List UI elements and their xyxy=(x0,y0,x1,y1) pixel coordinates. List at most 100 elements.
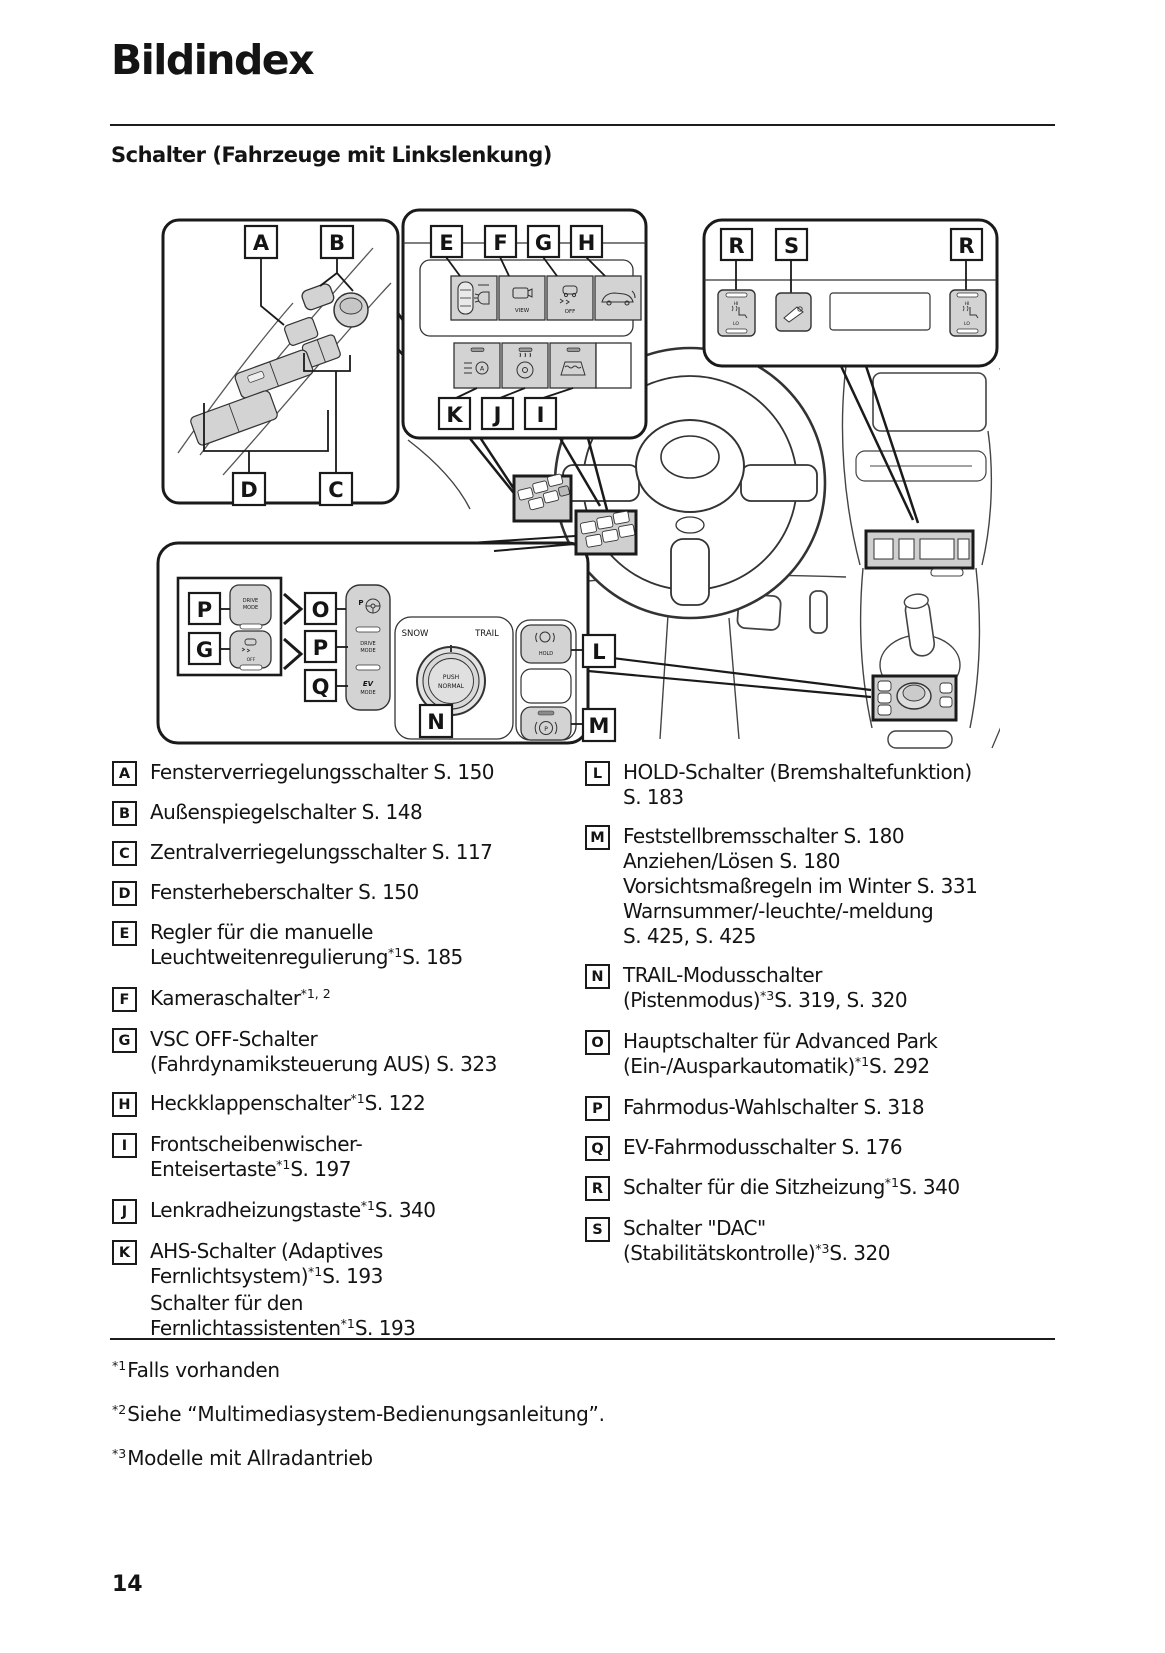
footnote-marker: *1 xyxy=(884,1175,899,1190)
legend-line: Fahrmodus-Wahlschalter S. 318 xyxy=(623,1095,925,1119)
callout-R2: R xyxy=(958,234,974,258)
footnote-marker: *1 xyxy=(350,1091,365,1106)
legend-line: S. 425, S. 425 xyxy=(623,924,756,948)
legend-line: Lenkradheizungstaste*1S. 340 xyxy=(150,1198,436,1222)
auto-highbeam-icon xyxy=(464,361,489,375)
tailgate-button xyxy=(594,275,642,321)
legend-text: VSC OFF-Schalter(Fahrdynamiksteuerung AU… xyxy=(150,1027,497,1077)
legend-key-L: L xyxy=(585,761,610,786)
legend-line: Enteisertaste*1S. 197 xyxy=(150,1157,351,1181)
callout-G2: G xyxy=(196,638,213,662)
hold-icon xyxy=(535,631,555,643)
legend-text: Fahrmodus-Wahlschalter S. 318 xyxy=(623,1095,925,1120)
snow-label: SNOW xyxy=(402,629,429,639)
legend-key-K: K xyxy=(112,1240,137,1265)
legend-key-J: J xyxy=(112,1199,137,1224)
legend-text: Heckklappenschalter*1S. 122 xyxy=(150,1091,426,1118)
legend-key-Q: Q xyxy=(585,1136,610,1161)
callout-B: B xyxy=(329,231,345,255)
legend-line: Schalter "DAC" xyxy=(623,1216,766,1240)
legend-key-R: R xyxy=(585,1176,610,1201)
diagram-svg: VIEW OFF xyxy=(156,208,1041,749)
drive-mode-dial: PUSH NORMAL xyxy=(416,645,486,716)
steering-heat-icon xyxy=(516,352,534,379)
mode-switch-stack: P DRIVE MODE EV MODE xyxy=(345,584,391,711)
legend-entry-D: D Fensterheberschalter S. 150 xyxy=(112,880,582,906)
callout-O: O xyxy=(312,598,330,622)
legend-key-A: A xyxy=(112,761,137,786)
legend-line: Leuchtweitenregulierung*1S. 185 xyxy=(150,945,463,969)
footnote-marker: *1 xyxy=(276,1157,291,1172)
legend-line: Zentralverriegelungsschalter S. 117 xyxy=(150,840,493,864)
legend-line: Fernlichtassistenten*1S. 193 xyxy=(150,1316,416,1340)
legend-entry-L: L HOLD-Schalter (Bremshaltefunktion)S. 18… xyxy=(585,760,1063,810)
legend-key-E: E xyxy=(112,921,137,946)
legend-entry-I: I Frontscheibenwischer-Enteisertaste*1S. … xyxy=(112,1132,582,1184)
legend-text: Kameraschalter*1, 2 xyxy=(150,986,331,1013)
vsc-off-console-button: OFF xyxy=(229,630,272,669)
mode-label: MODE xyxy=(360,690,375,696)
page-title: Bildindex xyxy=(111,36,315,84)
vsc-off-button xyxy=(546,275,594,321)
legend-text: Lenkradheizungstaste*1S. 340 xyxy=(150,1198,436,1225)
legend-key-G: G xyxy=(112,1028,137,1053)
footnote-marker: *1 xyxy=(340,1316,355,1331)
instrument-panel-switches: VIEW OFF xyxy=(401,208,648,440)
legend-key-P: P xyxy=(585,1096,610,1121)
legend-text: Schalter "DAC"(Stabilitätskontrolle)*3S.… xyxy=(623,1216,890,1268)
column-pad-right xyxy=(574,509,638,556)
callout-P: P xyxy=(197,598,212,622)
legend-line: Anziehen/Lösen S. 180 xyxy=(623,849,840,873)
footnote-marker: *1 xyxy=(387,945,403,960)
legend-key-I: I xyxy=(112,1133,137,1158)
legend-line: Heckklappenschalter*1S. 122 xyxy=(150,1091,426,1115)
callout-S: S xyxy=(784,234,799,258)
hi-label: HI xyxy=(734,301,739,307)
parking-brake-icon xyxy=(534,721,558,735)
callout-N: N xyxy=(427,710,445,734)
legend-entry-S: S Schalter "DAC"(Stabilitätskontrolle)*3S… xyxy=(585,1216,1063,1268)
callout-K: K xyxy=(446,403,463,427)
legend-line: (Fahrdynamiksteuerung AUS) S. 323 xyxy=(150,1052,497,1076)
legend-line: TRAIL-Modusschalter xyxy=(623,963,822,987)
camera-icon xyxy=(512,287,533,299)
drive-label: DRIVE xyxy=(243,598,258,604)
legend-line: Frontscheibenwischer- xyxy=(150,1132,363,1156)
normal-label: NORMAL xyxy=(438,683,465,690)
legend-text: Hauptschalter für Advanced Park(Ein-/Aus… xyxy=(623,1029,938,1081)
headlight-icon xyxy=(474,284,490,305)
drive-mode-button: DRIVE MODE xyxy=(229,584,272,626)
legend-key-B: B xyxy=(112,801,137,826)
legend-key-S: S xyxy=(585,1217,610,1242)
parking-brake-button: P xyxy=(520,706,572,741)
footnote-marker: *1 xyxy=(308,1264,323,1279)
legend-text: Fensterheberschalter S. 150 xyxy=(150,880,419,905)
callout-L: L xyxy=(592,640,605,664)
callout-A: A xyxy=(253,231,270,255)
legend-line: Hauptschalter für Advanced Park xyxy=(623,1029,938,1053)
push-label: PUSH xyxy=(443,674,459,681)
callout-Q: Q xyxy=(312,675,330,699)
legend-text: HOLD-Schalter (Bremshaltefunktion)S. 183 xyxy=(623,760,972,810)
p-label: P xyxy=(358,599,363,607)
page-number: 14 xyxy=(112,1572,143,1597)
hold-button: HOLD xyxy=(520,624,572,664)
legend-line: Schalter für die Sitzheizung*1S. 340 xyxy=(623,1175,960,1199)
column-pad-left xyxy=(512,473,573,523)
callout-P2: P xyxy=(313,636,328,660)
off-label: OFF xyxy=(565,309,576,315)
seat-icon xyxy=(738,307,748,319)
legend-line: HOLD-Schalter (Bremshaltefunktion) xyxy=(623,760,972,784)
footnote-marker: *1 xyxy=(360,1198,375,1213)
seat-icon xyxy=(969,307,979,319)
mode-label: MODE xyxy=(360,648,375,654)
seat-heater-left-button: HI LO xyxy=(717,289,756,337)
legend-key-D: D xyxy=(112,881,137,906)
